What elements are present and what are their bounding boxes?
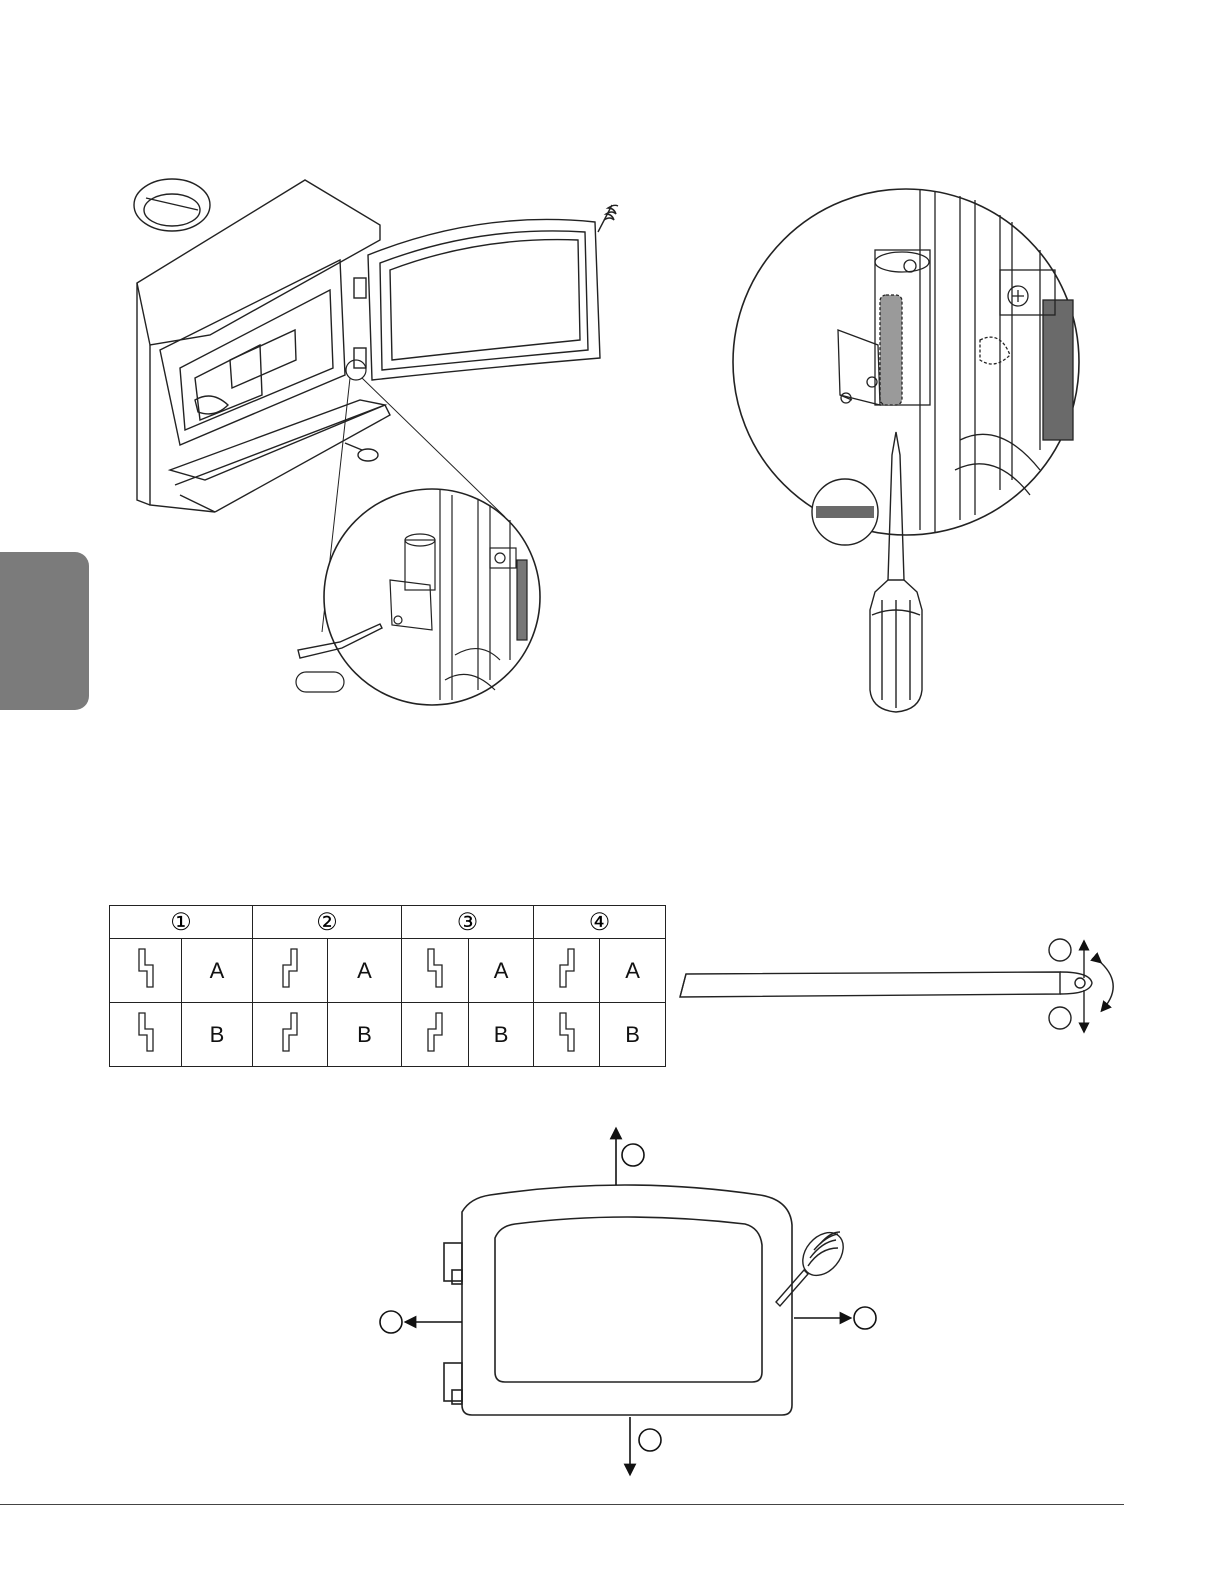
row-label-b: B xyxy=(328,1003,402,1067)
row-label-a: A xyxy=(469,939,534,1003)
row-label-a: A xyxy=(328,939,402,1003)
callout-pill xyxy=(296,672,344,692)
row-label-a: A xyxy=(600,939,666,1003)
row-label-a: A xyxy=(182,939,253,1003)
hinge-position-table: ① ② ③ ④ A A A A B B B B xyxy=(109,905,666,1067)
hinge-shape-cell xyxy=(534,1003,600,1067)
hinge-shape-cell xyxy=(110,1003,182,1067)
table-header-row: ① ② ③ ④ xyxy=(110,906,666,939)
row-label-b: B xyxy=(182,1003,253,1067)
hinge-icon xyxy=(324,489,540,705)
hinge-shape-cell xyxy=(110,939,182,1003)
table-row-a: A A A A xyxy=(110,939,666,1003)
column-header-3: ③ xyxy=(402,906,534,939)
hinge-closeup xyxy=(733,189,1079,535)
door-front-view xyxy=(444,1185,792,1415)
hinge-shape-cell xyxy=(402,939,469,1003)
hinge-shape-cell xyxy=(253,1003,328,1067)
column-header-2: ② xyxy=(253,906,402,939)
hinge-shape-cell xyxy=(402,1003,469,1067)
column-header-1: ① xyxy=(110,906,253,939)
table-row-b: B B B B xyxy=(110,1003,666,1067)
column-header-4: ④ xyxy=(534,906,666,939)
footer-rule xyxy=(0,1504,1124,1505)
stove-door-open xyxy=(354,205,618,380)
hinge-shape-cell xyxy=(253,939,328,1003)
stove-icon xyxy=(134,179,390,512)
arrow-icon xyxy=(380,1133,876,1470)
row-label-b: B xyxy=(600,1003,666,1067)
adjustment-rod xyxy=(680,939,1113,1029)
row-label-b: B xyxy=(469,1003,534,1067)
hinge-shape-cell xyxy=(534,939,600,1003)
door-handle-icon xyxy=(776,1225,851,1306)
